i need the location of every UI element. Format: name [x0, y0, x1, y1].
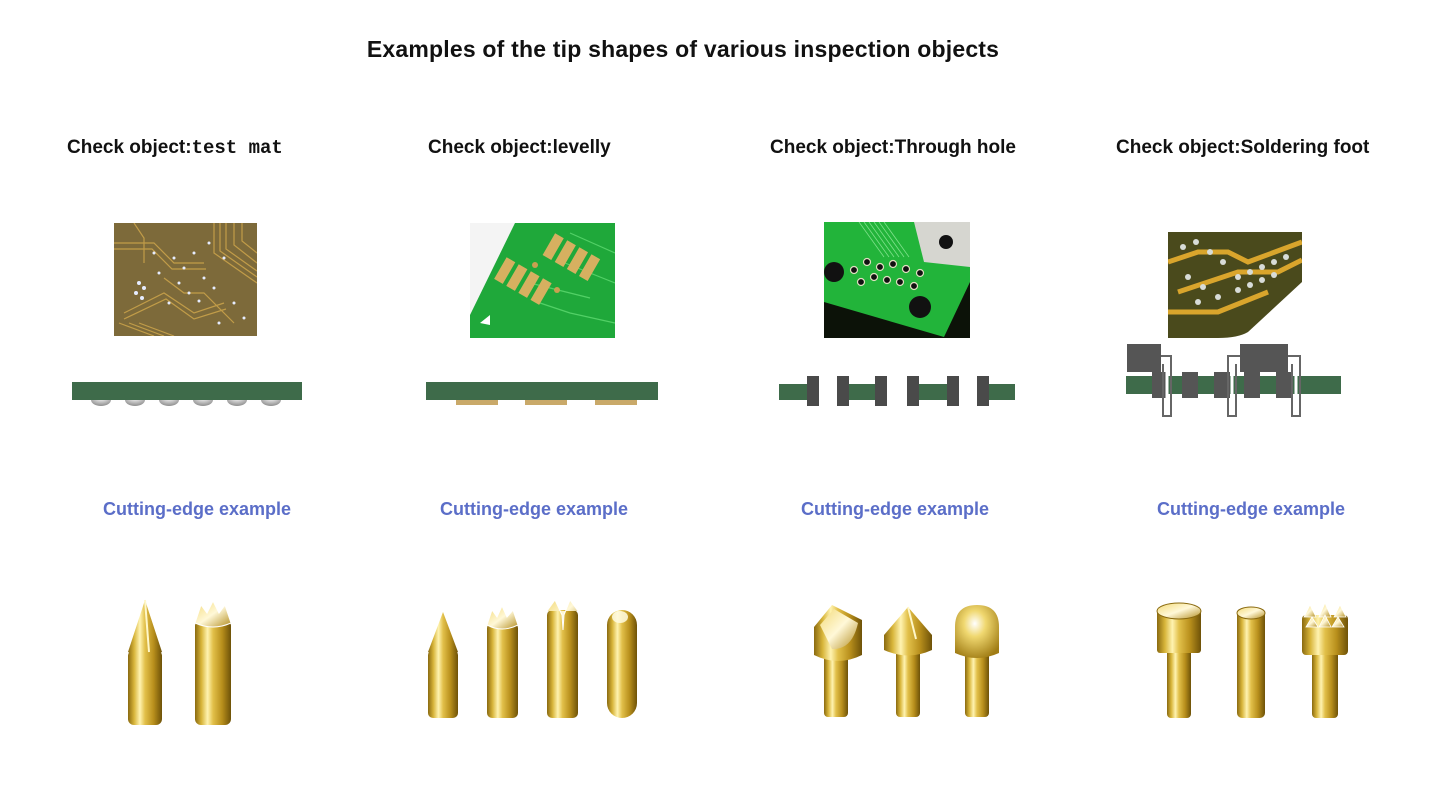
- board-with-component-leads-diagram: [1126, 342, 1341, 422]
- probe-tips-row: [425, 595, 640, 725]
- four-jaw-tip-icon: [546, 598, 579, 718]
- check-object-heading: Check object:test mat: [67, 137, 283, 159]
- probe-tips-row: [1155, 595, 1355, 725]
- check-object-value: levelly: [552, 137, 611, 158]
- check-object-heading: Check object:Soldering foot: [1116, 137, 1370, 158]
- board-with-through-holes-diagram: [779, 376, 1015, 408]
- round-tip-icon: [607, 610, 637, 718]
- check-object-heading: Check object:levelly: [428, 137, 611, 158]
- cutting-edge-example-label: Cutting-edge example: [1157, 499, 1346, 519]
- column-test-mat: Check object:test mat: [0, 0, 340, 800]
- check-object-value: test mat: [191, 137, 283, 159]
- board-with-solder-bumps-diagram: [72, 382, 304, 408]
- chisel-head-tip-icon: [814, 605, 862, 717]
- cup-head-tip-icon: [1156, 602, 1202, 718]
- pcb-gold-pad-photo: [470, 223, 615, 338]
- column-soldering-foot: Check object:Soldering foot: [1060, 0, 1435, 800]
- cone-point-tip-icon: [128, 599, 162, 725]
- page-title: Examples of the tip shapes of various in…: [366, 36, 1000, 62]
- check-object-heading: Check object:Through hole: [770, 137, 1016, 158]
- pcb-through-hole-photo: [824, 222, 970, 338]
- probe-tips-row: [812, 595, 1012, 725]
- probe-tips-row: [125, 595, 240, 730]
- pcb-solder-leads-photo: [1168, 232, 1302, 338]
- pcb-test-pad-photo: [114, 223, 257, 336]
- cone-point-tip-icon: [428, 612, 458, 718]
- check-object-value: Through hole: [894, 137, 1016, 158]
- column-levelly: Check object:levelly Cutting-edge exampl…: [340, 0, 700, 800]
- column-through-hole: Check object:Through hole: [700, 0, 1060, 800]
- check-object-value: Soldering foot: [1240, 137, 1370, 158]
- serrated-head-tip-icon: [1302, 601, 1348, 718]
- crown-tip-icon: [486, 604, 519, 718]
- cutting-edge-example-label: Cutting-edge example: [801, 499, 990, 519]
- concave-tip-icon: [1236, 606, 1266, 718]
- crown-tip-icon: [194, 599, 232, 725]
- dome-head-tip-icon: [955, 605, 999, 717]
- cutting-edge-example-label: Cutting-edge example: [103, 499, 292, 519]
- cone-head-tip-icon: [884, 606, 932, 717]
- board-with-flat-pads-diagram: [426, 382, 660, 408]
- cutting-edge-example-label: Cutting-edge example: [440, 499, 629, 519]
